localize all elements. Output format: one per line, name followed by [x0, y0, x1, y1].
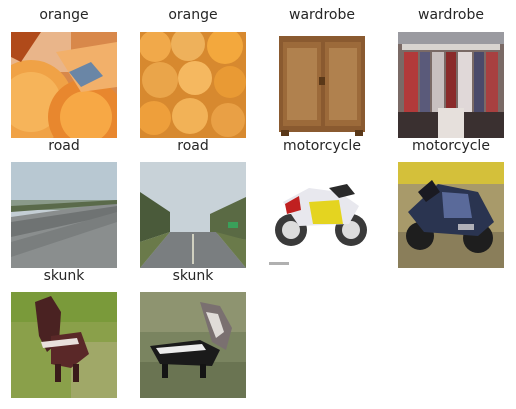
skunk-image: [140, 292, 246, 398]
image-label: orange: [39, 7, 89, 23]
road-image: [11, 162, 117, 268]
motorcycle-image: [398, 162, 504, 268]
orange-image: [11, 32, 117, 138]
wardrobe-image: [398, 32, 504, 138]
image-label: wardrobe: [289, 7, 355, 23]
skunk-image: [11, 292, 117, 398]
image-label: skunk: [43, 268, 85, 284]
image-label: wardrobe: [418, 7, 484, 23]
wardrobe-image: [269, 32, 375, 138]
image-label: orange: [168, 7, 218, 23]
road-image: [140, 162, 246, 268]
image-label: road: [177, 138, 209, 154]
motorcycle-image: [269, 162, 375, 268]
orange-image: [140, 32, 246, 138]
image-label: motorcycle: [412, 138, 490, 154]
image-label: skunk: [172, 268, 214, 284]
image-label: motorcycle: [283, 138, 361, 154]
image-label: road: [48, 138, 80, 154]
